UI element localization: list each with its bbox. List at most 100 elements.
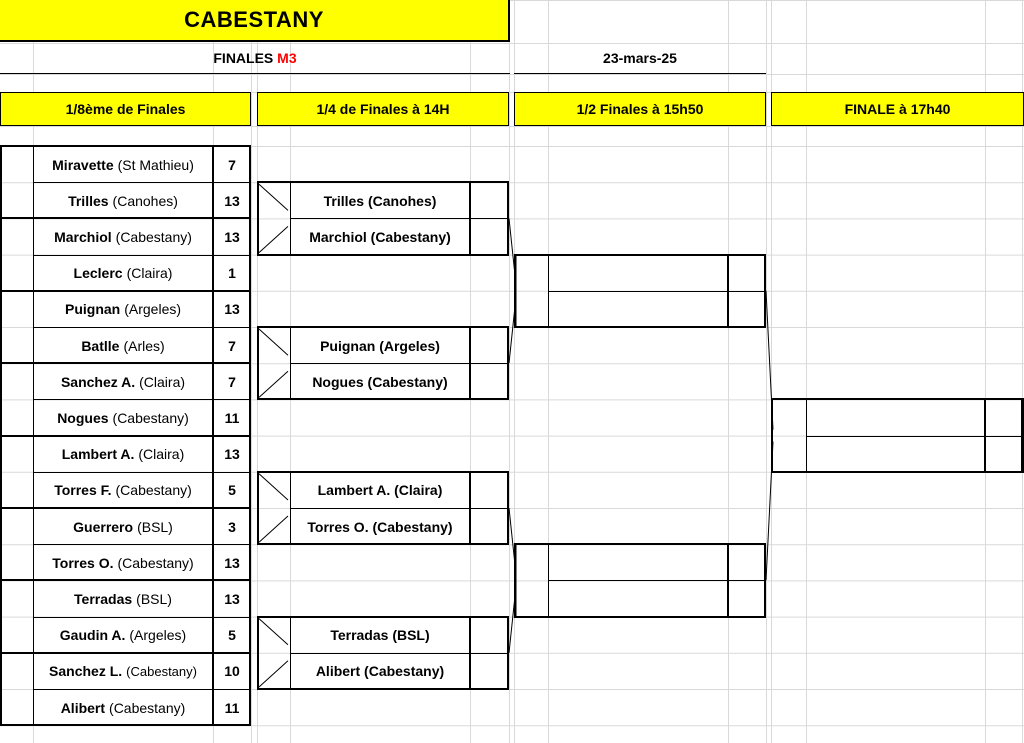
player-cell[interactable]: Miravette(St Mathieu) bbox=[33, 146, 213, 184]
score-cell[interactable] bbox=[470, 616, 509, 654]
player-name: Guerrero bbox=[73, 518, 134, 535]
score-cell[interactable]: 7 bbox=[213, 327, 251, 365]
player-name: Leclerc bbox=[73, 265, 123, 282]
player-club: (Claira) bbox=[126, 265, 173, 282]
player-cell[interactable]: Trilles(Canohes) bbox=[33, 182, 213, 220]
qualified-player-cell[interactable]: Torres O. (Cabestany) bbox=[290, 508, 470, 546]
player-cell[interactable]: Torres O.(Cabestany) bbox=[33, 544, 213, 582]
subtitle: FINALES M3 bbox=[0, 43, 510, 73]
player-cell[interactable]: Lambert A.(Claira) bbox=[33, 435, 213, 473]
player-club: (Cabestany) bbox=[112, 409, 189, 426]
score-cell[interactable]: 13 bbox=[213, 218, 251, 256]
qualified-player-cell[interactable]: Terradas (BSL) bbox=[290, 616, 470, 654]
title-text: CABESTANY bbox=[184, 7, 324, 32]
player-name: Alibert bbox=[60, 699, 106, 716]
qualified-player-cell[interactable]: Alibert (Cabestany) bbox=[290, 652, 470, 690]
player-name: Gaudin A. bbox=[59, 627, 126, 644]
player-club: (Argeles) bbox=[124, 301, 182, 318]
player-club: (Canohes) bbox=[112, 192, 178, 209]
round-header-qf: 1/4 de Finales à 14H bbox=[257, 92, 509, 126]
score-cell[interactable]: 7 bbox=[213, 363, 251, 401]
player-club: (Arles) bbox=[123, 337, 165, 354]
player-club: (Cabestany) bbox=[115, 228, 192, 245]
round-header-r16: 1/8ème de Finales bbox=[0, 92, 251, 126]
score-cell[interactable]: 13 bbox=[213, 544, 251, 582]
score-cell[interactable]: 3 bbox=[213, 508, 251, 546]
player-cell[interactable]: Guerrero(BSL) bbox=[33, 508, 213, 546]
subtitle-accent: M3 bbox=[277, 50, 297, 66]
player-name: Marchiol bbox=[54, 228, 112, 245]
player-cell[interactable]: Marchiol(Cabestany) bbox=[33, 218, 213, 256]
player-club: (Claira) bbox=[138, 446, 185, 463]
round-header-r16-label: 1/8ème de Finales bbox=[65, 101, 186, 117]
score-cell[interactable] bbox=[728, 254, 766, 292]
player-cell[interactable]: Torres F.(Cabestany) bbox=[33, 471, 213, 509]
final-player-cell[interactable] bbox=[806, 399, 985, 437]
score-cell[interactable]: 13 bbox=[213, 435, 251, 473]
player-cell[interactable]: Terradas(BSL) bbox=[33, 580, 213, 618]
score-cell[interactable] bbox=[470, 327, 509, 365]
player-club: (Cabestany) bbox=[109, 699, 186, 716]
player-name: Lambert A. bbox=[61, 446, 135, 463]
player-name: Torres F. bbox=[54, 482, 112, 499]
player-club: (Argeles) bbox=[129, 627, 187, 644]
player-cell[interactable]: Gaudin A.(Argeles) bbox=[33, 616, 213, 654]
final-player-cell[interactable] bbox=[806, 435, 985, 473]
round-header-sf-label: 1/2 Finales à 15h50 bbox=[576, 101, 704, 117]
qualified-player-cell[interactable]: Nogues (Cabestany) bbox=[290, 363, 470, 401]
player-club: (St Mathieu) bbox=[117, 156, 194, 173]
player-name: Batlle bbox=[81, 337, 120, 354]
score-cell[interactable]: 5 bbox=[213, 616, 251, 654]
page-title: CABESTANY bbox=[0, 0, 510, 42]
score-cell[interactable]: 1 bbox=[213, 254, 251, 292]
player-cell[interactable]: Leclerc(Claira) bbox=[33, 254, 213, 292]
semifinal-player-cell[interactable] bbox=[548, 544, 728, 582]
player-cell[interactable]: Puignan(Argeles) bbox=[33, 290, 213, 328]
subtitle-prefix: FINALES bbox=[213, 50, 274, 66]
score-cell[interactable] bbox=[470, 471, 509, 509]
score-cell[interactable] bbox=[470, 652, 509, 690]
player-cell[interactable]: Alibert(Cabestany) bbox=[33, 689, 213, 727]
score-cell[interactable] bbox=[470, 508, 509, 546]
round-header-qf-label: 1/4 de Finales à 14H bbox=[316, 101, 450, 117]
score-cell[interactable]: 13 bbox=[213, 182, 251, 220]
score-cell[interactable]: 7 bbox=[213, 146, 251, 184]
player-name: Terradas bbox=[74, 590, 133, 607]
player-name: Puignan bbox=[64, 301, 121, 318]
qualified-player-cell[interactable]: Puignan (Argeles) bbox=[290, 327, 470, 365]
qualified-player-cell[interactable]: Lambert A. (Claira) bbox=[290, 471, 470, 509]
player-club: (BSL) bbox=[136, 590, 172, 607]
player-club: (Cabestany) bbox=[126, 663, 197, 679]
score-cell[interactable] bbox=[470, 182, 509, 220]
semifinal-player-cell[interactable] bbox=[548, 580, 728, 618]
score-cell[interactable] bbox=[985, 399, 1022, 437]
player-cell[interactable]: Batlle(Arles) bbox=[33, 327, 213, 365]
semifinal-player-cell[interactable] bbox=[548, 290, 728, 328]
score-cell[interactable]: 11 bbox=[213, 399, 251, 437]
score-cell[interactable] bbox=[728, 544, 766, 582]
player-name: Nogues bbox=[57, 409, 109, 426]
date-underline bbox=[514, 73, 766, 74]
player-cell[interactable]: Sanchez L.(Cabestany) bbox=[33, 652, 213, 690]
player-club: (Cabestany) bbox=[115, 482, 192, 499]
score-cell[interactable]: 10 bbox=[213, 652, 251, 690]
score-cell[interactable] bbox=[985, 435, 1022, 473]
score-cell[interactable]: 13 bbox=[213, 580, 251, 618]
player-club: (BSL) bbox=[137, 518, 173, 535]
player-club: (Claira) bbox=[139, 373, 186, 390]
player-cell[interactable]: Sanchez A.(Claira) bbox=[33, 363, 213, 401]
semifinal-player-cell[interactable] bbox=[548, 254, 728, 292]
score-cell[interactable]: 13 bbox=[213, 290, 251, 328]
qualified-player-cell[interactable]: Trilles (Canohes) bbox=[290, 182, 470, 220]
round-header-sf: 1/2 Finales à 15h50 bbox=[514, 92, 766, 126]
score-cell[interactable] bbox=[728, 580, 766, 618]
score-cell[interactable] bbox=[728, 290, 766, 328]
score-cell[interactable] bbox=[470, 218, 509, 256]
player-name: Miravette bbox=[52, 156, 114, 173]
player-name: Sanchez L. bbox=[49, 663, 123, 680]
score-cell[interactable]: 5 bbox=[213, 471, 251, 509]
score-cell[interactable] bbox=[470, 363, 509, 401]
player-cell[interactable]: Nogues(Cabestany) bbox=[33, 399, 213, 437]
score-cell[interactable]: 11 bbox=[213, 689, 251, 727]
qualified-player-cell[interactable]: Marchiol (Cabestany) bbox=[290, 218, 470, 256]
